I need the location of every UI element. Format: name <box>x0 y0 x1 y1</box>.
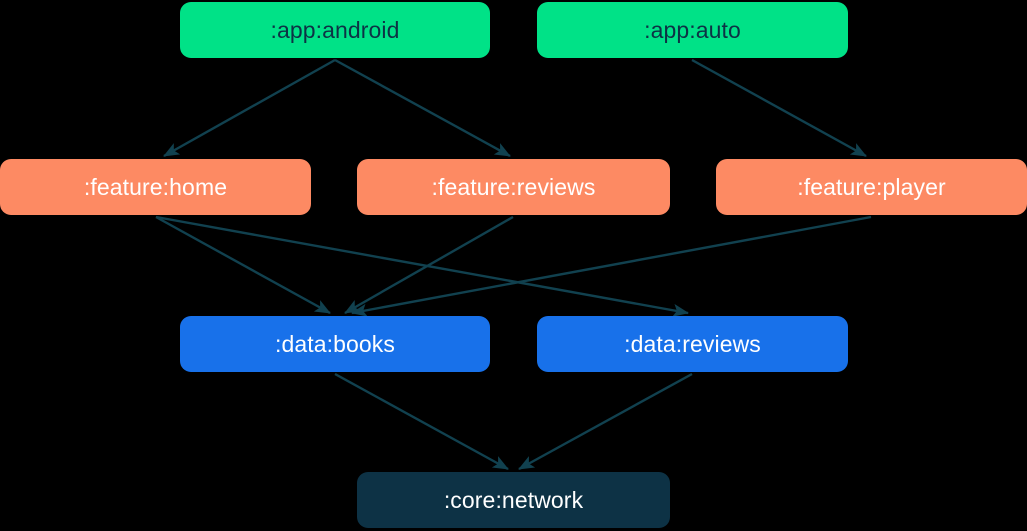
graph-node-label: :data:books <box>274 330 396 357</box>
graph-node-data-books[interactable]: :data:books <box>180 316 490 372</box>
graph-node-app-auto[interactable]: :app:auto <box>537 2 848 58</box>
edge-feature-player-to-data-books <box>351 215 872 317</box>
graph-node-data-reviews[interactable]: :data:reviews <box>537 316 848 372</box>
graph-node-feature-home[interactable]: :feature:home <box>0 159 311 215</box>
edge-feature-home-to-data-books <box>155 215 331 315</box>
edge-feature-home-to-data-reviews <box>155 215 689 317</box>
graph-node-feature-reviews[interactable]: :feature:reviews <box>357 159 670 215</box>
edge-feature-reviews-to-data-books <box>344 215 514 315</box>
graph-node-core-network[interactable]: :core:network <box>357 472 670 528</box>
graph-node-label: :app:auto <box>644 16 741 43</box>
edge-data-books-to-core-network <box>334 372 509 471</box>
edge-data-reviews-to-core-network <box>518 372 693 471</box>
graph-node-label: :feature:reviews <box>431 173 596 200</box>
graph-node-label: :feature:home <box>83 173 228 200</box>
graph-node-label: :feature:player <box>797 173 946 200</box>
graph-node-label: :data:reviews <box>624 330 761 357</box>
edge-app-android-to-feature-reviews <box>334 58 511 158</box>
edge-app-android-to-feature-home <box>163 58 336 158</box>
edge-app-auto-to-feature-player <box>691 58 867 158</box>
graph-node-label: :core:network <box>443 486 584 513</box>
graph-node-app-android[interactable]: :app:android <box>180 2 490 58</box>
graph-node-feature-player[interactable]: :feature:player <box>716 159 1027 215</box>
graph-node-label: :app:android <box>270 16 400 43</box>
